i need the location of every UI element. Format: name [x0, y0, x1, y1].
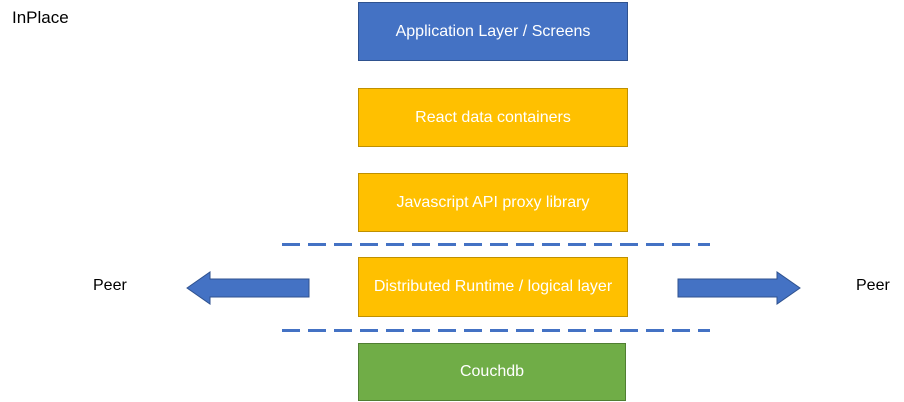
- layer-application-label: Application Layer / Screens: [395, 22, 591, 40]
- layer-application: Application Layer / Screens: [358, 2, 628, 61]
- layer-react-containers: React data containers: [358, 88, 628, 147]
- arrow-right-icon: [677, 271, 801, 305]
- dashed-separator-bottom: [282, 329, 710, 332]
- layer-couchdb: Couchdb: [358, 343, 626, 401]
- layer-couchdb-label: Couchdb: [459, 363, 525, 380]
- peer-label-right: Peer: [856, 277, 890, 294]
- layer-distributed-runtime-label: Distributed Runtime / logical layer: [373, 278, 613, 295]
- layer-js-api-proxy-label: Javascript API proxy library: [396, 193, 590, 211]
- dashed-separator-top: [282, 243, 710, 246]
- diagram-title: InPlace: [12, 8, 69, 27]
- peer-label-left: Peer: [93, 277, 127, 294]
- layer-react-containers-label: React data containers: [415, 108, 571, 126]
- layer-js-api-proxy: Javascript API proxy library: [358, 173, 628, 232]
- arrow-left-icon: [186, 271, 310, 305]
- layer-distributed-runtime: Distributed Runtime / logical layer: [358, 257, 628, 317]
